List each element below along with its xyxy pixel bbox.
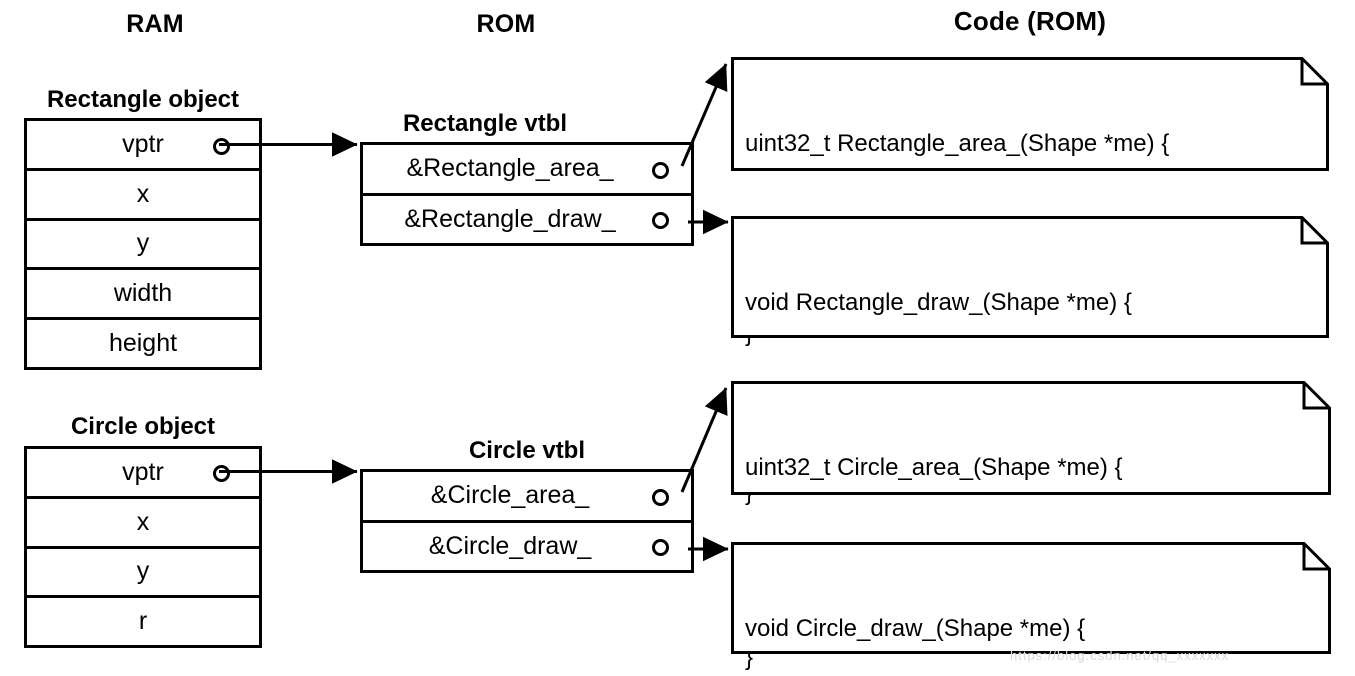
circle-object-field-y: y (136, 557, 150, 586)
code-doc-rectangle-area: uint32_t Rectangle_area_(Shape *me) { re… (731, 57, 1329, 347)
vptr-pointer-dot (213, 465, 230, 482)
table-row: vptr (27, 121, 259, 171)
rectangle-object-field-x: x (136, 179, 150, 208)
rectangle-vtbl-title-label: Rectangle vtbl (402, 110, 568, 137)
code-line: uint32_t Circle_area_(Shape *me) { (745, 454, 1123, 482)
column-header-rom-label: ROM (476, 10, 536, 38)
code-line: void Rectangle_draw_(Shape *me) { (745, 289, 1132, 317)
column-header-code-rom-label: Code (ROM) (953, 6, 1107, 36)
code-body-circle-draw: void Circle_draw_(Shape *me) { . . . } (745, 550, 1321, 676)
code-doc-circle-area: uint32_t Circle_area_(Shape *me) { retur… (731, 381, 1331, 671)
rectangle-vtbl-slot-area: &Rectangle_area_ (406, 154, 614, 183)
circle-object-title: Circle object (24, 413, 262, 441)
circle-object-table: vptr x y r (24, 446, 262, 648)
rectangle-object-field-vptr: vptr (122, 129, 164, 158)
table-row: vptr (27, 449, 259, 499)
circle-vtbl-slot-area: &Circle_area_ (430, 481, 590, 510)
circle-object-field-x: x (136, 507, 150, 536)
circle-vtbl-slot-draw: &Circle_draw_ (428, 531, 592, 560)
circle-object-title-label: Circle object (70, 413, 216, 440)
rectangle-object-title: Rectangle object (24, 86, 262, 114)
table-row: &Circle_area_ (363, 472, 691, 523)
column-header-ram: RAM (102, 10, 208, 39)
code-doc-rectangle-draw: void Rectangle_draw_(Shape *me) { . . . … (731, 216, 1329, 506)
function-pointer-dot (652, 538, 669, 556)
rectangle-object-field-width: width (113, 279, 173, 308)
function-pointer-dot (652, 211, 669, 229)
table-row: y (27, 549, 259, 599)
function-pointer-dot (652, 162, 669, 179)
vptr-pointer-dot (213, 138, 230, 155)
rectangle-object-table: vptr x y width height (24, 118, 262, 370)
table-row: x (27, 499, 259, 549)
rectangle-object-field-height: height (108, 329, 178, 358)
circle-vtbl-title: Circle vtbl (360, 437, 694, 465)
rectangle-vtbl-table: &Rectangle_area_ &Rectangle_draw_ (360, 142, 694, 246)
watermark-label: https://blog.csdn.net/qq_xxxxxxx (1010, 648, 1230, 663)
table-row: y (27, 221, 259, 271)
circle-vtbl-table: &Circle_area_ &Circle_draw_ (360, 469, 694, 573)
rectangle-object-field-y: y (136, 229, 150, 258)
code-doc-circle-draw: void Circle_draw_(Shape *me) { . . . } (731, 542, 1331, 654)
table-row: &Rectangle_draw_ (363, 196, 691, 244)
table-row: &Circle_draw_ (363, 523, 691, 571)
function-pointer-dot (652, 489, 669, 506)
table-row: x (27, 171, 259, 221)
circle-object-field-r: r (138, 607, 148, 636)
table-row: width (27, 270, 259, 321)
circle-object-field-vptr: vptr (122, 457, 164, 486)
circle-vtbl-title-label: Circle vtbl (468, 437, 586, 464)
column-header-ram-label: RAM (126, 10, 184, 38)
rectangle-object-title-label: Rectangle object (46, 86, 240, 113)
table-row: &Rectangle_area_ (363, 145, 691, 196)
code-line: void Circle_draw_(Shape *me) { (745, 615, 1086, 643)
column-header-rom: ROM (452, 10, 560, 39)
rectangle-vtbl-slot-draw: &Rectangle_draw_ (404, 204, 616, 233)
column-header-code-rom: Code (ROM) (905, 6, 1155, 37)
code-line: uint32_t Rectangle_area_(Shape *me) { (745, 130, 1170, 158)
code-line: } (745, 644, 754, 672)
rectangle-vtbl-title: Rectangle vtbl (360, 110, 610, 138)
table-row: r (27, 598, 259, 645)
table-row: height (27, 320, 259, 367)
watermark: https://blog.csdn.net/qq_xxxxxxx (1010, 648, 1229, 663)
